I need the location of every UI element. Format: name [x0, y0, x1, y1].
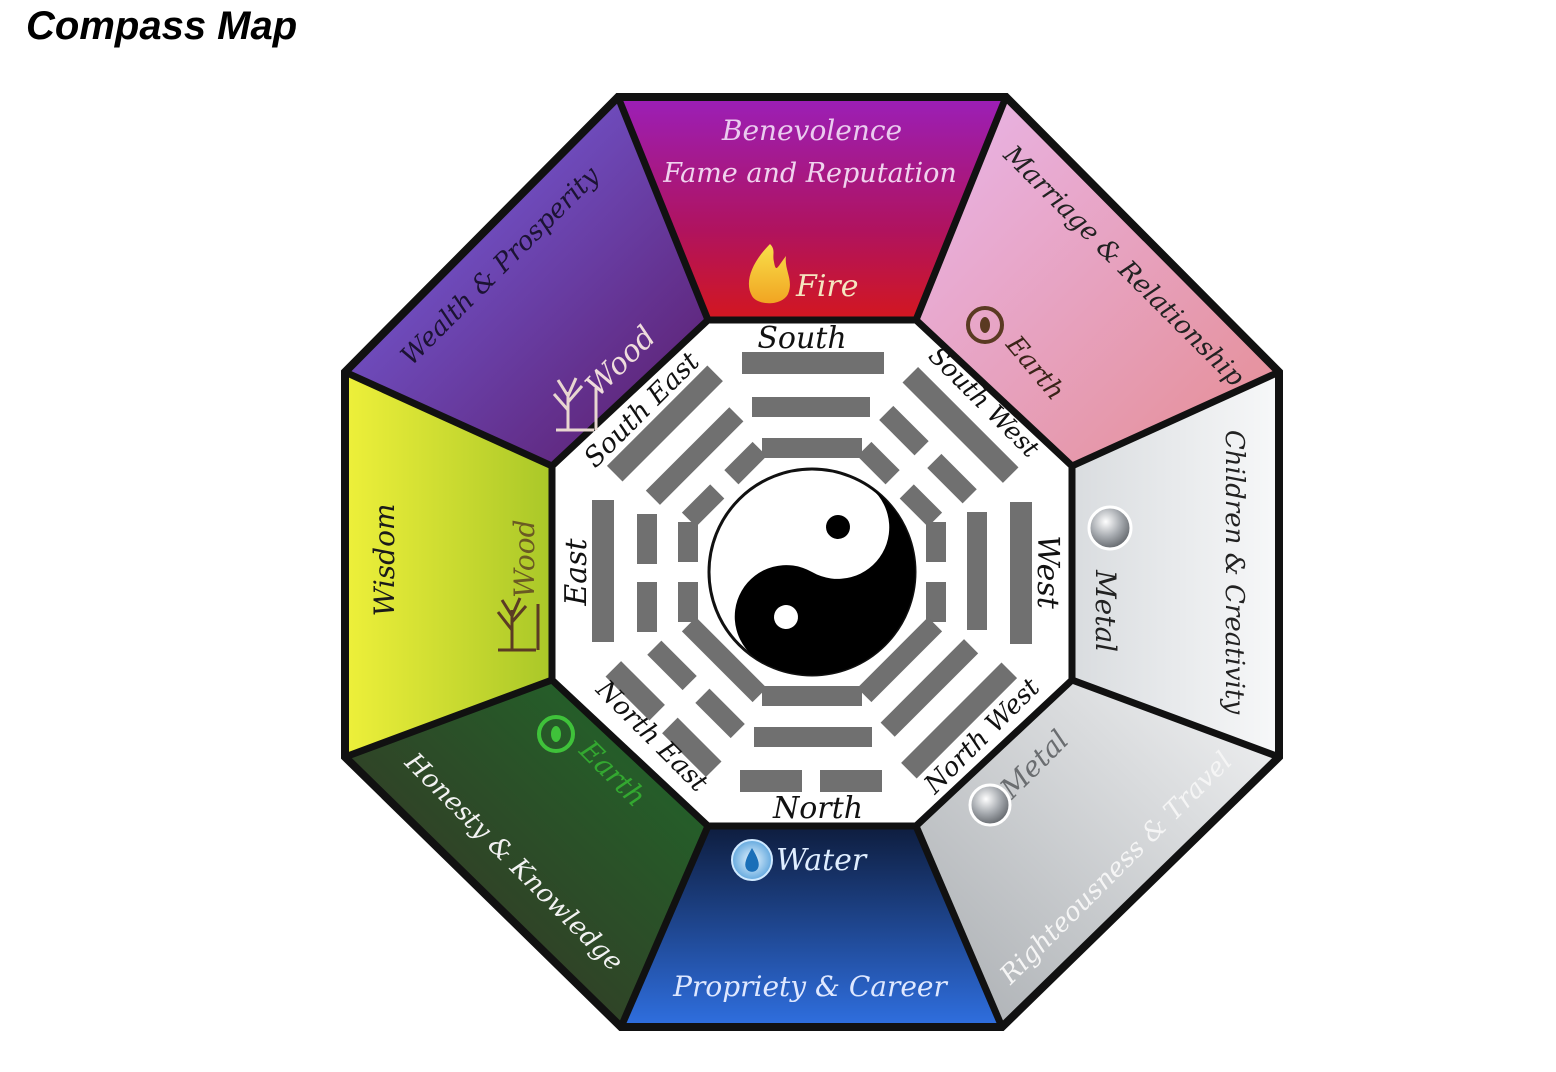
direction-north: North — [772, 791, 863, 826]
north-element: Water — [776, 843, 868, 878]
sector-dividers — [343, 95, 1281, 1029]
outer-sectors — [345, 97, 1279, 1027]
trigram-north — [740, 686, 882, 792]
leaf-circle-icon — [537, 715, 575, 753]
east-aspiration: Wisdom — [368, 504, 401, 617]
yin-yang-icon — [707, 467, 917, 677]
trigram-west — [926, 502, 1032, 644]
north-aspiration: Propriety & Career — [672, 970, 948, 1003]
east-element: Wood — [508, 519, 541, 598]
trigram-southwest — [857, 366, 1019, 527]
sector-west — [1072, 372, 1279, 757]
west-element: Metal — [1089, 569, 1122, 652]
direction-west: West — [1030, 535, 1065, 610]
water-drop-icon — [731, 839, 773, 881]
metal-orb-icon — [1087, 505, 1133, 551]
south-aspiration: Fame and Reputation — [662, 158, 957, 189]
sector-northwest — [916, 680, 1279, 1027]
sector-southeast — [345, 97, 708, 466]
trigram-south — [742, 352, 884, 458]
direction-east: East — [559, 537, 594, 606]
sector-east — [345, 372, 552, 757]
metal-orb-icon — [968, 783, 1012, 827]
trigram-southeast — [606, 365, 767, 527]
west-aspiration: Children & Creativity — [1219, 430, 1249, 715]
sector-south — [618, 97, 1006, 320]
tree-icon — [496, 597, 540, 652]
sector-northeast — [345, 680, 708, 1027]
page-title: Compass Map — [26, 4, 298, 48]
flame-icon — [748, 244, 790, 304]
tree-icon — [552, 377, 598, 432]
direction-south: South — [757, 321, 846, 356]
trigrams — [592, 352, 1032, 792]
trigram-east — [592, 500, 698, 642]
outer-octagon-border — [341, 93, 1283, 1031]
trigram-northeast — [605, 617, 767, 778]
south-element: Fire — [795, 269, 859, 304]
trigram-northwest — [857, 617, 1018, 779]
sector-southwest — [916, 97, 1279, 466]
leaf-circle-icon — [966, 306, 1004, 344]
sector-north — [621, 826, 1002, 1027]
south-virtue: Benevolence — [721, 114, 902, 147]
